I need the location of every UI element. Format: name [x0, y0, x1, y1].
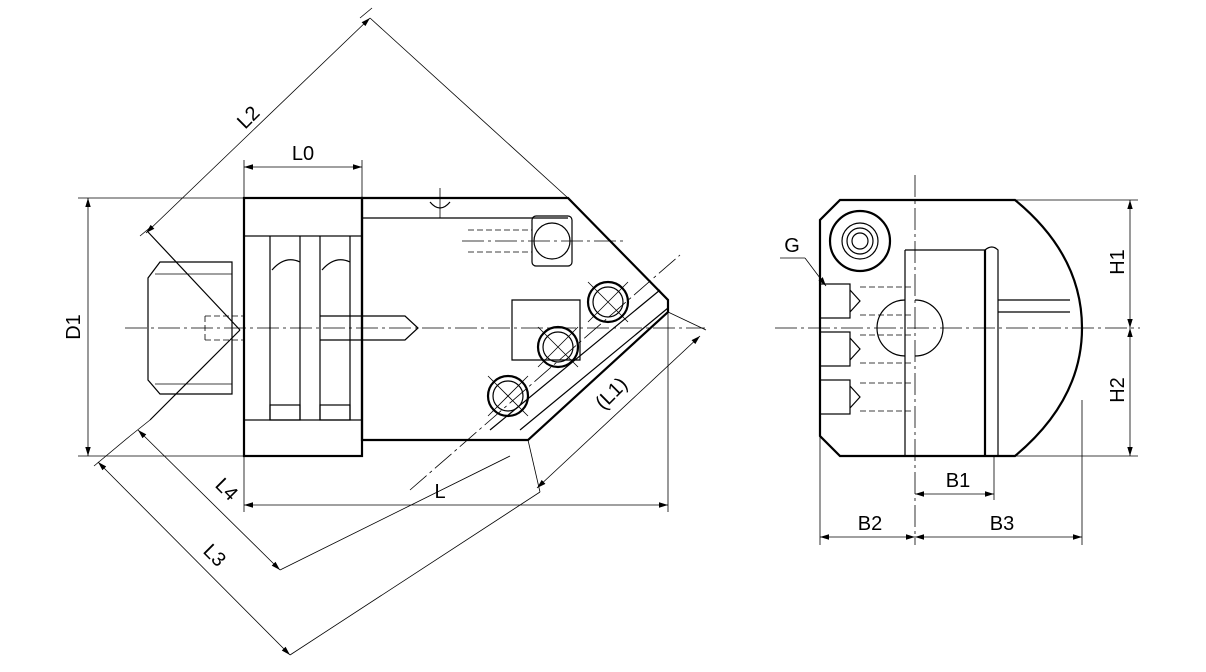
side-screw-3 — [819, 379, 912, 415]
dim-b1-label: B1 — [946, 470, 970, 492]
dim-l2-label: L2 — [233, 102, 264, 133]
dim-h2-label: H2 — [1107, 377, 1129, 403]
side-screw-1 — [819, 283, 912, 319]
side-dimensions: G H1 H2 B1 B2 B3 — [780, 199, 1138, 545]
dim-d1-label: D1 — [63, 314, 85, 340]
dim-b3-label: B3 — [990, 513, 1014, 535]
flange-body — [242, 196, 364, 458]
dim-g-label: G — [784, 235, 800, 257]
dim-l4-label: L4 — [211, 474, 242, 505]
dim-l-label: L — [434, 481, 445, 503]
dim-b2-label: B2 — [858, 513, 882, 535]
coolant-fitting-outer — [828, 209, 892, 273]
screw-2 — [536, 325, 580, 369]
side-screw-2 — [819, 331, 912, 367]
side-outline — [818, 198, 1084, 458]
side-view — [775, 175, 1140, 545]
front-view — [125, 188, 705, 491]
screw-1 — [586, 280, 630, 324]
screw-3 — [486, 374, 530, 418]
dim-h1-label: H1 — [1107, 249, 1129, 275]
dim-l1-label: (L1) — [591, 373, 632, 414]
dim-l0-label: L0 — [292, 143, 314, 165]
shank-outline — [147, 261, 233, 395]
dim-l3-label: L3 — [199, 540, 230, 571]
